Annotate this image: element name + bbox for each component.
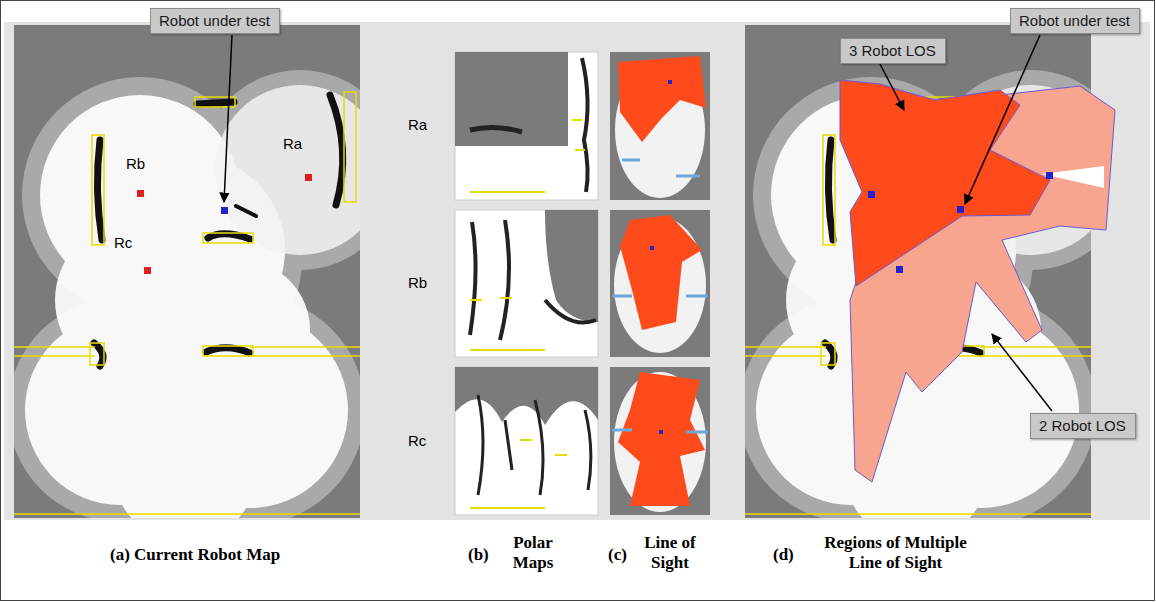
illustration-part [8, 25, 400, 565]
panel-caption: Line of Sight [636, 533, 704, 573]
illustration-part [455, 367, 598, 515]
illustration-part [650, 246, 654, 250]
illustration-part [620, 215, 702, 330]
callout-box: 2 Robot LOS [1030, 413, 1136, 439]
illustration-part [622, 160, 700, 176]
callout-text: 3 Robot LOS [849, 42, 937, 60]
illustration-part [470, 127, 522, 132]
illustration-part [305, 174, 312, 181]
illustration-part [880, 64, 904, 110]
robot-label: Ra [283, 135, 302, 152]
panel-caption: (c) [608, 545, 627, 565]
illustration-part [221, 207, 228, 214]
illustration-part [455, 210, 598, 357]
callout-text: Robot under test [159, 12, 271, 30]
illustration-part [610, 52, 710, 200]
panel-caption: (d) [773, 545, 794, 565]
illustration-part [545, 210, 598, 322]
illustration-part [614, 372, 706, 512]
illustration-part [668, 80, 672, 84]
illustration-part [610, 367, 710, 515]
robot-label: Rc [114, 234, 132, 251]
polar-maps [455, 52, 598, 515]
illustration-part [965, 35, 1040, 204]
panel-caption: Regions of Multiple Line of Sight [808, 533, 983, 573]
callout-box: 3 Robot LOS [840, 38, 946, 64]
illustration-part [455, 367, 598, 425]
illustration-part [224, 35, 232, 202]
illustration-part [1042, 166, 1104, 188]
illustration-part [840, 80, 1050, 286]
map-panel-a [8, 25, 400, 565]
illustration-part [582, 58, 588, 192]
illustration-part [470, 440, 567, 508]
callout-leaders [224, 35, 1052, 411]
illustration-part [455, 52, 598, 200]
illustration-part [739, 25, 1131, 565]
illustration-part [896, 266, 903, 273]
illustration-part [478, 395, 591, 495]
illustration-part [137, 190, 144, 197]
illustration-part [1046, 172, 1053, 179]
illustration-part [470, 298, 545, 350]
illustration-part [455, 52, 568, 146]
panel-caption: (b) [468, 545, 489, 565]
panel-caption: (a) Current Robot Map [110, 545, 280, 565]
illustration-part [618, 56, 706, 142]
callout-box: Robot under test [1010, 8, 1140, 34]
illustration-part [470, 120, 585, 192]
illustration-part [470, 220, 596, 340]
illustration-part [610, 210, 710, 357]
map-panel-d [739, 25, 1131, 565]
illustration-part [144, 267, 151, 274]
callout-text: Robot under test [1019, 12, 1131, 30]
illustration-part [868, 191, 875, 198]
callout-box: Robot under test [150, 8, 280, 34]
row-label: Rb [408, 274, 427, 291]
illustration-part [659, 430, 663, 434]
illustration-part [612, 295, 708, 298]
robot-label: Rb [126, 155, 145, 172]
illustration-part [957, 206, 964, 213]
row-label: Ra [408, 116, 427, 133]
row-label: Rc [408, 432, 426, 449]
line-of-sight-panels [610, 52, 710, 515]
illustration-part [992, 334, 1052, 411]
panel-caption: Polar Maps [503, 533, 563, 573]
illustration-part [618, 372, 705, 506]
callout-text: 2 Robot LOS [1039, 417, 1127, 435]
